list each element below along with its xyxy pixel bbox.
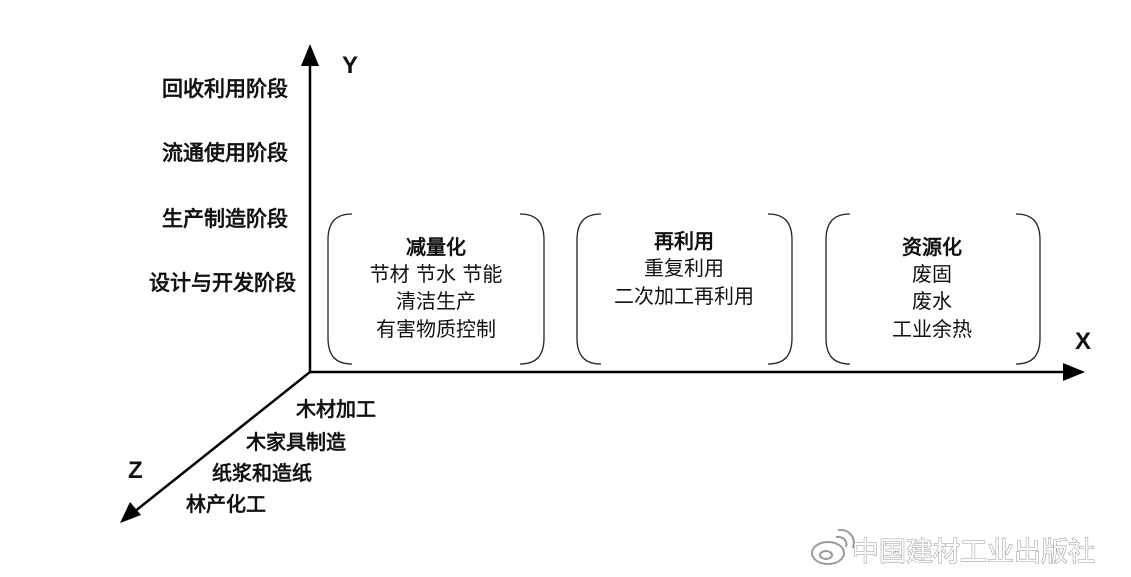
z-axis-line (133, 371, 311, 513)
y-stage-label: 设计与开发阶段 (149, 271, 296, 295)
x-axis-arrow-icon (1063, 363, 1085, 381)
x-axis-label: X (1075, 328, 1091, 355)
y-stage-labels: 回收利用阶段 流通使用阶段 生产制造阶段 设计与开发阶段 (149, 77, 296, 295)
x-axis: X (310, 328, 1091, 381)
left-bracket (825, 213, 851, 365)
watermark-text: 中国建材工业出版社 (852, 537, 1095, 568)
left-bracket (327, 213, 353, 365)
right-bracket (519, 213, 545, 365)
z-industry-label: 木家具制造 (245, 430, 347, 454)
box-item: 重复利用 (644, 256, 724, 280)
y-axis: Y (301, 44, 358, 372)
y-stage-label: 流通使用阶段 (162, 141, 288, 165)
y-stage-label: 生产制造阶段 (162, 207, 288, 231)
box-item: 废水 (912, 289, 952, 313)
box-reduce: 减量化 节材 节水 节能 清洁生产 有害物质控制 (327, 213, 545, 365)
z-axis: Z (120, 371, 311, 523)
box-title: 资源化 (902, 235, 962, 259)
box-item: 有害物质控制 (376, 317, 496, 341)
box-reuse: 再利用 重复利用 二次加工再利用 (576, 213, 793, 365)
box-item: 二次加工再利用 (614, 284, 754, 308)
z-industry-label: 木材加工 (295, 397, 376, 421)
box-item: 工业余热 (892, 317, 972, 341)
z-industry-label: 纸浆和造纸 (212, 461, 312, 485)
box-item: 节材 节水 节能 (370, 262, 503, 286)
y-axis-arrow-icon (301, 44, 319, 66)
left-bracket (576, 213, 602, 365)
right-bracket (767, 213, 793, 365)
y-axis-label: Y (342, 52, 358, 79)
z-axis-label: Z (128, 457, 143, 484)
box-title: 减量化 (406, 235, 466, 259)
box-title: 再利用 (654, 229, 714, 253)
y-stage-label: 回收利用阶段 (162, 77, 288, 101)
z-axis-arrow-icon (120, 502, 141, 523)
z-industry-labels: 木材加工 木家具制造 纸浆和造纸 林产化工 (186, 397, 376, 516)
box-item: 废固 (912, 262, 952, 286)
right-bracket (1015, 213, 1041, 365)
box-item: 清洁生产 (396, 289, 476, 313)
box-recycle: 资源化 废固 废水 工业余热 (825, 213, 1041, 365)
weibo-logo-icon (811, 528, 855, 565)
watermark: 中国建材工业出版社 (811, 528, 1096, 569)
z-industry-label: 林产化工 (186, 492, 266, 516)
